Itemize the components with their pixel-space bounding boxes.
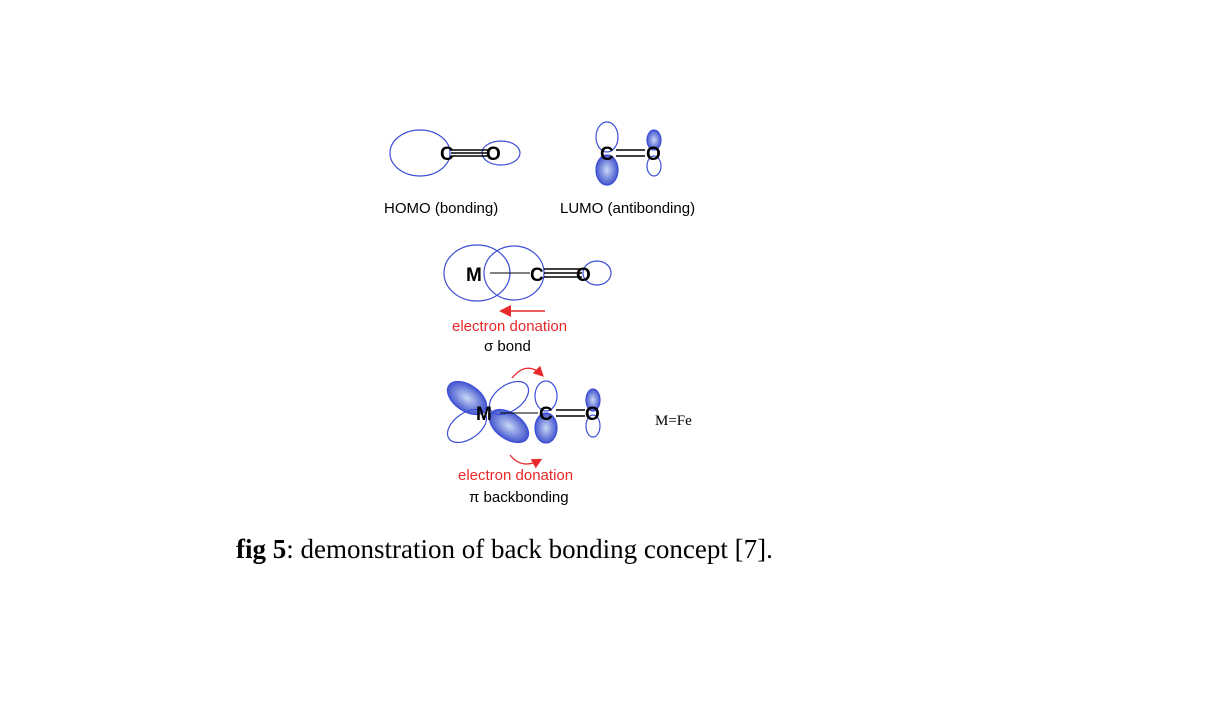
pi-donation-arrow-bottom (509, 454, 543, 469)
caption-text: : demonstration of back bonding concept … (286, 534, 773, 564)
lumo-orbital: C O (595, 121, 662, 186)
pi-orbital: M C O (446, 380, 601, 444)
sigma-metal: M (466, 265, 482, 286)
homo-orbital: C O (389, 129, 521, 177)
pi-oxygen: O (585, 404, 600, 425)
caption-prefix: fig 5 (236, 534, 287, 564)
pi-bond-label: π backbonding (469, 489, 569, 506)
figure-caption: fig 5: demonstration of back bonding con… (236, 534, 773, 565)
lumo-carbon: C (600, 144, 614, 165)
sigma-donation-label: electron donation (452, 318, 567, 335)
pi-metal: M (476, 404, 492, 425)
sigma-carbon: C (530, 265, 544, 286)
sigma-oxygen: O (576, 265, 591, 286)
homo-label: HOMO (bonding) (384, 200, 498, 217)
homo-oxygen: O (486, 144, 501, 165)
pi-donation-arrow-top (511, 365, 544, 379)
sigma-orbital: M C O (443, 244, 612, 302)
homo-carbon: C (440, 144, 454, 165)
metal-note: M=Fe (655, 413, 692, 429)
pi-donation-label: electron donation (458, 467, 573, 484)
sigma-bond-label: σ bond (484, 338, 531, 355)
pi-carbon: C (539, 404, 553, 425)
lumo-oxygen: O (646, 144, 661, 165)
lumo-label: LUMO (antibonding) (560, 200, 695, 217)
